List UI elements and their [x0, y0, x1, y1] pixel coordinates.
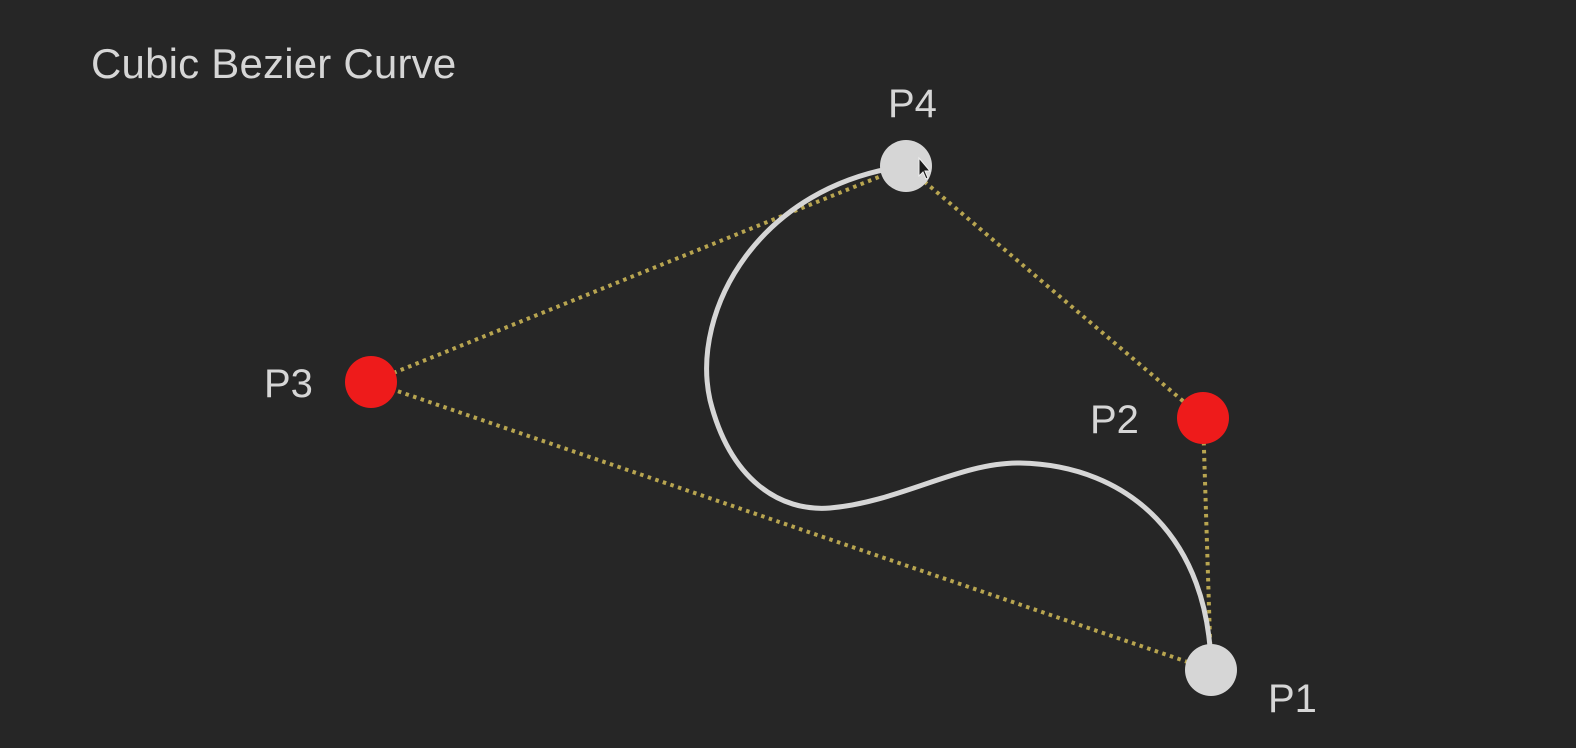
bezier-curve	[704, 163, 1214, 673]
point-label-p4: P4	[888, 82, 937, 126]
mouse-pointer-icon	[918, 156, 932, 180]
endpoint-p1[interactable]	[1185, 644, 1237, 696]
control-point-p2[interactable]	[1177, 392, 1229, 444]
guide-line-p4-p2	[904, 164, 1205, 420]
guide-line-p1-p3	[370, 380, 1212, 672]
guide-line-p3-p4	[370, 164, 907, 384]
point-label-p3: P3	[264, 362, 313, 406]
page-title: Cubic Bezier Curve	[91, 40, 457, 87]
point-label-p1: P1	[1268, 677, 1317, 721]
endpoint-p4[interactable]	[880, 140, 932, 192]
control-point-p3[interactable]	[345, 356, 397, 408]
point-label-p2: P2	[1090, 398, 1139, 442]
